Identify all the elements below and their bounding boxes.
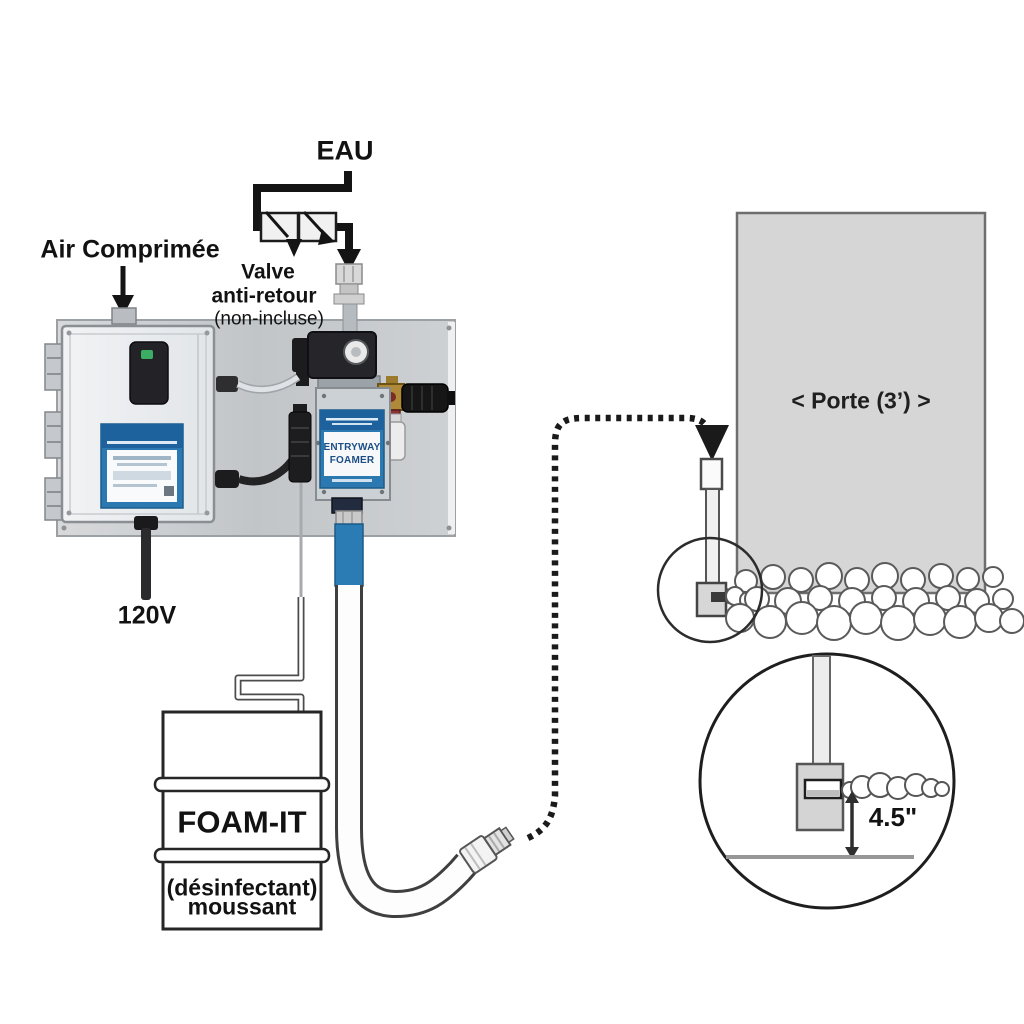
water-inlet-fitting	[333, 263, 365, 337]
discharge-hose	[335, 585, 478, 919]
blue-hose	[331, 497, 364, 587]
air-tube	[216, 373, 301, 394]
water-supply-pipe	[253, 171, 361, 272]
chemical-drum	[153, 710, 331, 931]
drum-desc-line1: (désinfectant)	[166, 874, 318, 901]
route-arrow	[695, 425, 729, 461]
foamer-label-line1: ENTRYWAY	[323, 442, 381, 453]
control-box	[44, 307, 216, 524]
dotted-hose-route	[526, 414, 729, 841]
water-label: EAU	[316, 135, 374, 166]
check-valve-label-line3: (non-incluse)	[214, 308, 324, 330]
controller-label	[100, 423, 184, 509]
foamer-label-line2: FOAMER	[329, 455, 375, 466]
height-arrow	[845, 791, 859, 859]
hose-fitting	[459, 826, 515, 874]
drum-desc-line2: moussant	[187, 893, 297, 920]
drum-name-label: FOAM-IT	[177, 804, 307, 840]
compressed-air-label: Air Comprimée	[40, 235, 220, 264]
suction-tube	[234, 477, 305, 713]
door-panel	[735, 211, 987, 595]
air-arrow	[112, 266, 134, 316]
solenoid-valve	[292, 331, 381, 391]
check-valve-symbols	[259, 210, 338, 257]
entryway-foamer-unit	[315, 387, 391, 501]
door-label: < Porte (3’) >	[791, 387, 931, 414]
check-valve-label-line2: anti-retour	[211, 284, 317, 308]
nozzle-height-label: 4.5"	[868, 802, 918, 832]
detail-view-circle	[698, 652, 956, 910]
nozzle-detail	[795, 655, 845, 832]
power-cord	[134, 516, 158, 600]
power-cable	[215, 404, 312, 488]
detail-foam	[841, 772, 950, 800]
check-valve-label-line1: Valve	[241, 260, 295, 284]
nozzle-highlight-circle	[656, 536, 764, 644]
foam-spray	[725, 562, 1024, 641]
voltage-label: 120V	[117, 601, 177, 630]
power-switch	[129, 341, 169, 405]
air-inlet-fitting	[111, 307, 137, 325]
